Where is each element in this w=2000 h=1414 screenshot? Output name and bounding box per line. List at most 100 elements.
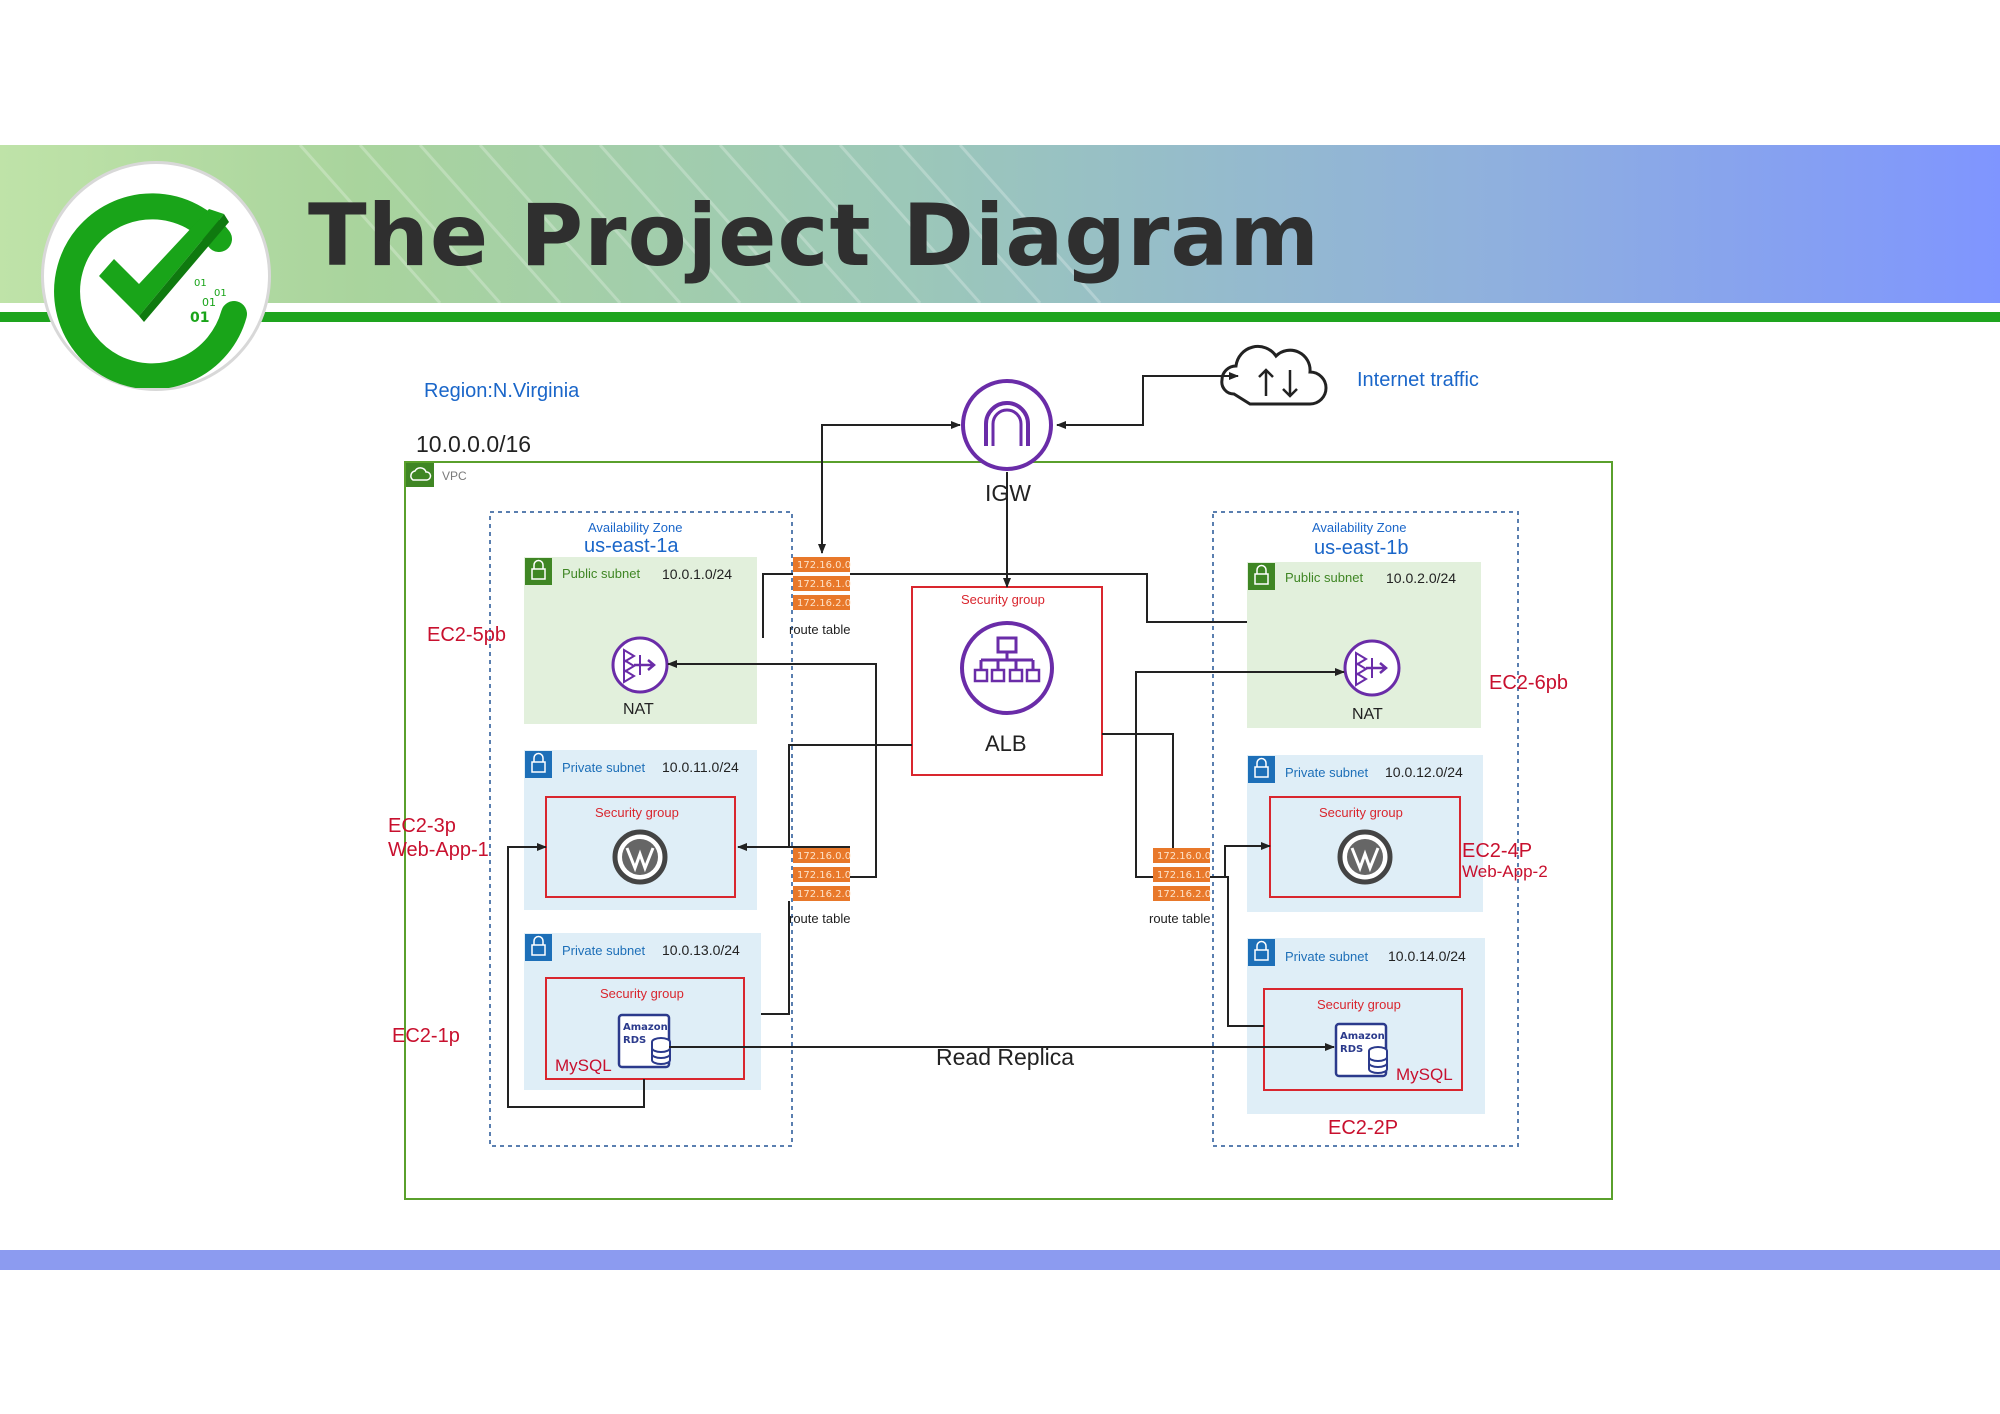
svg-text:172.16.1.0: 172.16.1.0 bbox=[1157, 870, 1211, 881]
svg-text:01: 01 bbox=[194, 278, 207, 289]
igw-to-route-table-line bbox=[818, 421, 961, 554]
private-subnet-a1-label: Private subnet bbox=[562, 760, 646, 775]
private-subnet-b2-cidr: 10.0.14.0/24 bbox=[1388, 948, 1466, 964]
rds-icon-replica: Amazon RDS bbox=[1334, 1022, 1388, 1078]
web-app-2-label: Web-App-2 bbox=[1462, 862, 1548, 881]
svg-text:RDS: RDS bbox=[1340, 1044, 1363, 1055]
public-route-to-subnet-a-line bbox=[762, 573, 793, 638]
alb-label: ALB bbox=[985, 731, 1027, 756]
svg-text:01: 01 bbox=[202, 296, 216, 309]
svg-text:01: 01 bbox=[214, 288, 227, 299]
private-subnet-b1-label: Private subnet bbox=[1285, 765, 1369, 780]
public-subnet-a-lock-icon bbox=[525, 558, 552, 585]
private-subnet-b2-lock-icon bbox=[1248, 939, 1275, 966]
nat-b-label: NAT bbox=[1352, 706, 1383, 723]
route-to-mysql-a-line bbox=[761, 901, 790, 1015]
az-a-caption: Availability Zone bbox=[588, 520, 683, 535]
nat-a-label: NAT bbox=[623, 701, 654, 718]
route-to-nat-a-line bbox=[667, 660, 877, 878]
public-subnet-a-cidr: 10.0.1.0/24 bbox=[662, 566, 733, 582]
rds-icon-primary: Amazon RDS bbox=[617, 1013, 671, 1069]
alb-to-private-route-b-line bbox=[1102, 733, 1174, 848]
svg-text:172.16.1.0: 172.16.1.0 bbox=[797, 579, 851, 590]
nat-gateway-b-icon bbox=[1343, 639, 1401, 697]
private-subnet-a1-cidr: 10.0.11.0/24 bbox=[662, 759, 739, 775]
ec2-2p-label: EC2-2P bbox=[1328, 1117, 1399, 1139]
igw-to-internet-line bbox=[1056, 372, 1239, 429]
svg-text:172.16.2.0: 172.16.2.0 bbox=[797, 889, 851, 900]
svg-text:172.16.2.0: 172.16.2.0 bbox=[797, 598, 851, 609]
connectors bbox=[507, 372, 1345, 1108]
svg-text:172.16.0.0: 172.16.0.0 bbox=[797, 851, 851, 862]
route-to-mysql-b-line bbox=[1210, 876, 1264, 1027]
svg-text:Amazon: Amazon bbox=[623, 1022, 668, 1033]
svg-text:172.16.1.0: 172.16.1.0 bbox=[797, 870, 851, 881]
header-divider-white bbox=[0, 303, 2000, 312]
route-table-private-a-label: route table bbox=[789, 911, 851, 926]
header-divider-green bbox=[0, 312, 2000, 322]
private-subnet-a2-label: Private subnet bbox=[562, 943, 646, 958]
mysql-b-sg-label: Security group bbox=[1317, 997, 1401, 1012]
internet-gateway-icon bbox=[961, 379, 1053, 471]
nat-gateway-a-icon bbox=[611, 636, 669, 694]
az-a-name: us-east-1a bbox=[584, 535, 679, 557]
load-balancer-icon bbox=[960, 621, 1054, 715]
route-to-nat-b-line bbox=[1135, 668, 1345, 878]
availability-zone-a bbox=[489, 511, 793, 1147]
alb-sg-label: Security group bbox=[961, 592, 1045, 607]
ec2-4p-label: EC2-4P bbox=[1462, 840, 1533, 862]
web-app-1-sg-label: Security group bbox=[595, 805, 679, 820]
az-b-name: us-east-1b bbox=[1314, 537, 1409, 559]
public-subnet-b-lock-icon bbox=[1248, 563, 1275, 590]
route-table-public-a: 172.16.0.0 172.16.1.0 172.16.2.0 bbox=[793, 557, 851, 610]
wordpress-icon-web-app-1 bbox=[612, 829, 668, 885]
route-table-private-b: 172.16.0.0 172.16.1.0 172.16.2.0 bbox=[1153, 848, 1211, 901]
igw-label: IGW bbox=[985, 480, 1031, 506]
svg-text:RDS: RDS bbox=[623, 1035, 646, 1046]
availability-zone-b bbox=[1212, 511, 1519, 1147]
internet-traffic-label: Internet traffic bbox=[1357, 369, 1479, 391]
wordpress-icon-web-app-2 bbox=[1337, 829, 1393, 885]
cloud-upload-download-icon bbox=[1220, 345, 1328, 406]
slide-title: The Project Diagram bbox=[308, 186, 1321, 286]
web-app-2-sg-label: Security group bbox=[1319, 805, 1403, 820]
region-label: Region:N.Virginia bbox=[424, 380, 580, 402]
footer-band bbox=[0, 1250, 2000, 1270]
web-app-1-label: Web-App-1 bbox=[388, 839, 489, 861]
ec2-5pb-label: EC2-5pb bbox=[427, 624, 506, 646]
svg-text:172.16.0.0: 172.16.0.0 bbox=[797, 560, 851, 571]
route-table-private-a: 172.16.0.0 172.16.1.0 172.16.2.0 bbox=[793, 848, 851, 901]
header-diagonal-pattern bbox=[298, 145, 1102, 303]
ec2-6pb-label: EC2-6pb bbox=[1489, 672, 1568, 694]
checkmark-logo: 01 01 01 01 bbox=[44, 164, 268, 390]
private-subnet-a2-lock-icon bbox=[525, 934, 552, 961]
mysql-b-label: MySQL bbox=[1396, 1065, 1453, 1084]
alb-to-private-route-line bbox=[788, 744, 912, 848]
az-b-caption: Availability Zone bbox=[1312, 520, 1407, 535]
header-band bbox=[0, 145, 2000, 303]
mysql-a-label: MySQL bbox=[555, 1056, 612, 1075]
private-subnet-b1-lock-icon bbox=[1248, 756, 1275, 783]
svg-text:172.16.0.0: 172.16.0.0 bbox=[1157, 851, 1211, 862]
mysql-to-web-app-1-line bbox=[507, 843, 645, 1108]
public-subnet-a-label: Public subnet bbox=[562, 566, 641, 581]
ec2-3p-label: EC2-3p bbox=[388, 815, 456, 837]
private-subnet-a1-lock-icon bbox=[525, 751, 552, 778]
route-table-private-b-label: route table bbox=[1149, 911, 1211, 926]
public-subnet-b-label: Public subnet bbox=[1285, 570, 1364, 585]
mysql-a-sg-label: Security group bbox=[600, 986, 684, 1001]
private-subnet-a2-cidr: 10.0.13.0/24 bbox=[662, 942, 740, 958]
svg-text:01: 01 bbox=[190, 310, 209, 326]
private-subnet-b1-cidr: 10.0.12.0/24 bbox=[1385, 764, 1463, 780]
vpc-icon bbox=[406, 463, 434, 487]
public-subnet-b-cidr: 10.0.2.0/24 bbox=[1386, 570, 1457, 586]
checkmark-logo-icon: 01 01 01 01 bbox=[54, 193, 247, 390]
alb-security-group bbox=[911, 586, 1103, 776]
svg-text:Amazon: Amazon bbox=[1340, 1031, 1385, 1042]
svg-text:172.16.2.0: 172.16.2.0 bbox=[1157, 889, 1211, 900]
ec2-1p-label: EC2-1p bbox=[392, 1025, 460, 1047]
public-route-to-subnet-b-line bbox=[850, 573, 1247, 623]
route-table-public-a-label: route table bbox=[789, 622, 851, 637]
private-subnet-b2-label: Private subnet bbox=[1285, 949, 1369, 964]
